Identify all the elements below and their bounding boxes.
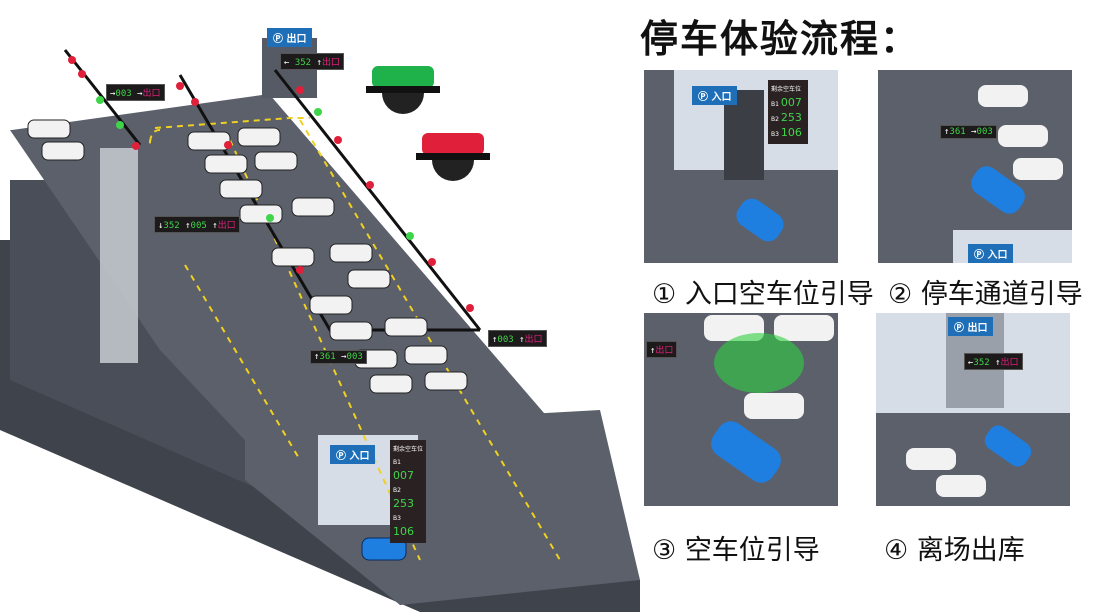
vacant-space-highlight [714, 333, 804, 393]
exit-sign: Ⓟ 出口 [267, 28, 313, 47]
remaining-spaces-board: 剩余空车位 B1 007 B2 253 B3 106 [768, 80, 808, 144]
indicator-lights [68, 56, 474, 312]
guidance-sign-003-exit: ↑003 ↑出口 [488, 330, 547, 347]
step-panel-lane-guidance: ↑361 →003 Ⓟ 入口 [878, 70, 1072, 263]
step-panel-entrance: Ⓟ 入口 剩余空车位 B1 007 B2 253 B3 106 [644, 70, 838, 263]
guidance-sign-352: ←352 ↑出口 [964, 353, 1023, 370]
parked-cars [27, 119, 468, 394]
step-caption-3: ③ 空车位引导 [652, 535, 820, 566]
step-caption-2: ② 停车通道引导 [888, 279, 1083, 310]
step-panel-exit: Ⓟ 出口 ←352 ↑出口 [876, 313, 1070, 506]
entrance-sign: Ⓟ 入口 [968, 244, 1014, 263]
blue-car [361, 537, 407, 561]
step-caption-1: ① 入口空车位引导 [652, 279, 874, 310]
guidance-sign-352: ← 352 ↑出口 [280, 53, 344, 70]
entrance-sign: Ⓟ 入口 [692, 86, 738, 105]
guidance-sign-361-003: ↑361 →003 [940, 125, 997, 139]
elevator-shaft [100, 148, 138, 363]
blue-car [705, 415, 787, 489]
step-caption-4: ④ 离场出库 [884, 535, 1025, 566]
guidance-sign-003: →003 →出口 [106, 84, 165, 101]
blue-car [731, 193, 789, 247]
entrance-sign: Ⓟ 入口 [330, 445, 376, 464]
parking-garage-illustration [0, 38, 640, 612]
guidance-sign-361-003: ↑361 →003 [310, 350, 367, 364]
page-title: 停车体验流程： [640, 17, 921, 61]
guidance-sign-352-005: ↓352 ↑005 ↑出口 [154, 216, 240, 233]
green-guidance-light-icon [366, 66, 440, 114]
remaining-spaces-board: 剩余空车位 B1 007 B2 253 B3 106 [390, 440, 426, 543]
exit-sign: Ⓟ 出口 [948, 317, 994, 336]
step-panel-space-guidance: ↑出口 [644, 313, 838, 506]
exit-guidance-sign: ↑出口 [646, 341, 678, 358]
red-guidance-light-icon [416, 133, 490, 181]
